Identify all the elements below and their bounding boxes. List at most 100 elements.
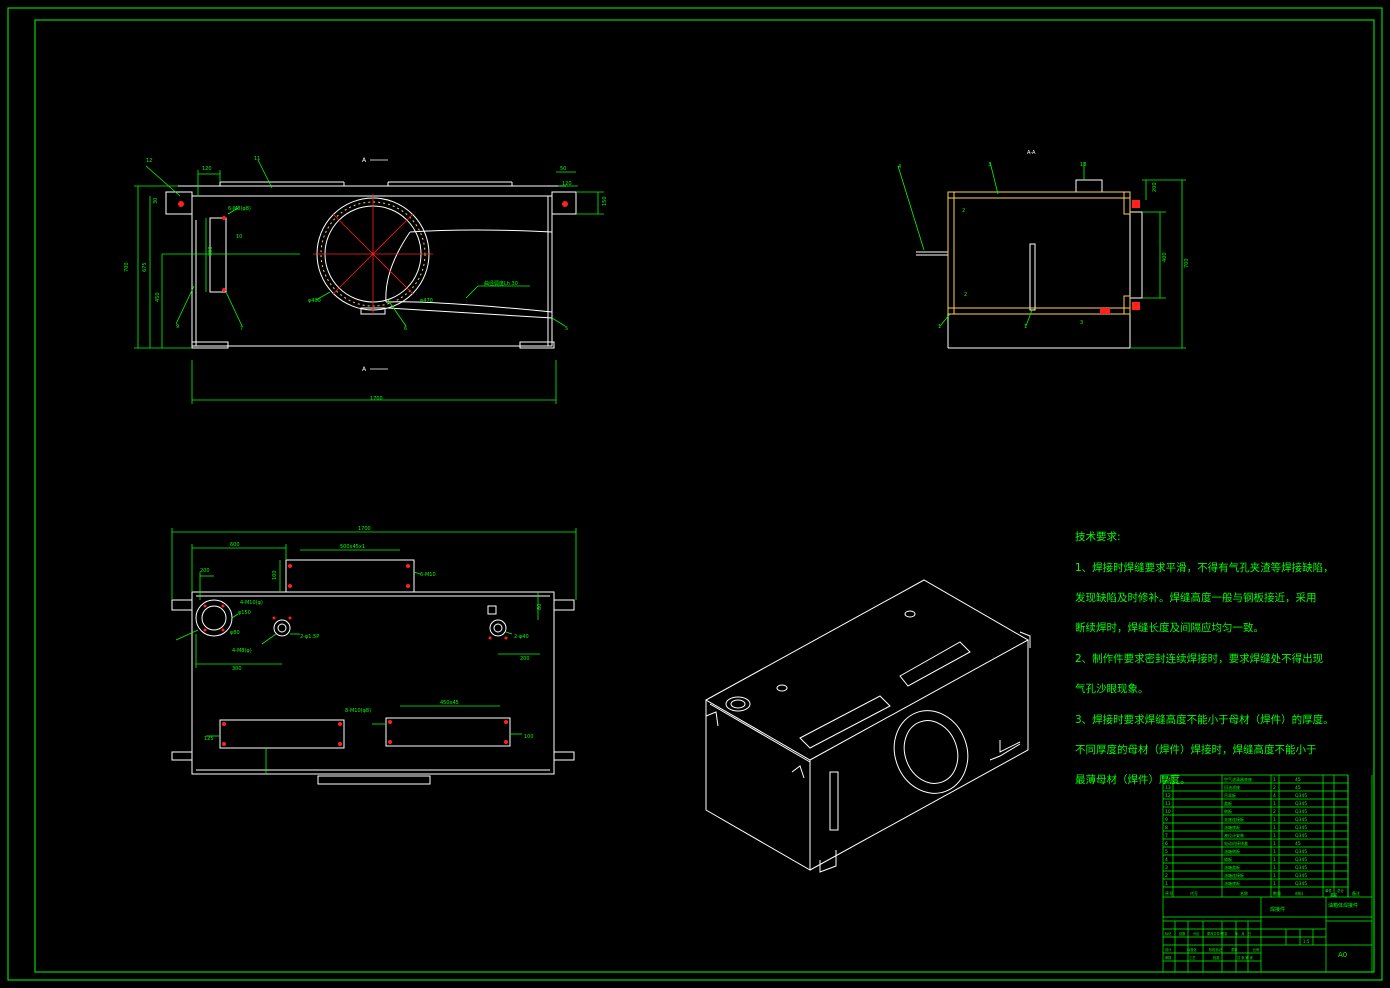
bom-row-no: 2 <box>1165 873 1168 879</box>
title-scale: 1:5 <box>1303 939 1310 944</box>
tech-line-5: 气孔沙眼现象。 <box>1075 683 1149 696</box>
title-part: 焊接件 <box>1270 906 1285 913</box>
top-dim-left: 600 <box>230 542 240 548</box>
bom-header-single: 单件 <box>1325 888 1333 893</box>
bom-header-weight: 重量 <box>1330 892 1338 897</box>
bom-row-name: 回油滤座 <box>1224 784 1240 790</box>
bom-row-mat: Q345 <box>1295 817 1307 823</box>
top-dim-bottom: 450x45 <box>440 700 459 706</box>
section-arrows <box>370 159 388 370</box>
bom-header-qty: 数量 <box>1273 890 1281 896</box>
bom-row-qty: 1 <box>1273 857 1276 863</box>
section-marks: A A <box>362 157 367 373</box>
tech-requirements: 技术要求: 1、焊接时焊缝要求平滑，不得有气孔夹渣等焊接缺陷， 发现缺陷及时修补… <box>1075 515 1355 804</box>
title-row-label3: 批准 <box>1213 955 1220 960</box>
bom-row-no: 3 <box>1165 865 1168 871</box>
front-dim-right-a: 120 <box>562 181 572 187</box>
bom-row-qty: 1 <box>1273 841 1276 847</box>
top-note-1: 6-M10 <box>420 572 436 578</box>
top-note-5: 4-M8(φ) <box>232 648 252 654</box>
title-row-label2: 比例 <box>1253 947 1259 952</box>
section-title: A-A <box>1027 150 1036 156</box>
bom-row-qty: 1 <box>1273 833 1276 839</box>
top-holes <box>203 564 508 746</box>
top-note-4: 2-φ40 <box>514 634 529 640</box>
section-label-3b: 3 <box>1080 320 1083 326</box>
section-label-1b: 1 <box>938 324 941 330</box>
title-row-label3: 工艺 <box>1189 955 1195 960</box>
front-texts: 1700 700 675 450 300 120 30 50 120 150 6… <box>124 156 608 402</box>
section-label-3: 3 <box>988 162 991 168</box>
section-dim-height: 700 <box>1184 258 1190 268</box>
front-label-5: 5 <box>565 326 568 332</box>
front-holes <box>178 201 568 292</box>
bom-row-no: 13 <box>1165 785 1171 791</box>
top-note-3: 2-φ1.5P <box>300 634 319 640</box>
iso-view <box>704 579 1031 873</box>
bom-row-name: 液位计安装 <box>1224 832 1244 838</box>
bom-row-qty: 1 <box>1273 817 1276 823</box>
top-view <box>171 559 575 785</box>
title-row-label: 分区 <box>1193 931 1200 936</box>
bom-row-name: 油箱盖板 <box>1224 864 1240 870</box>
bom-row-no: 9 <box>1165 817 1168 823</box>
bom-row-no: 4 <box>1165 857 1168 863</box>
front-label-6: 6 <box>404 326 407 332</box>
title-row-label: 更改文件号 <box>1207 931 1223 936</box>
bom-row-name: 电动机接线盒 <box>1224 840 1248 846</box>
section-view <box>916 179 1143 349</box>
bom-row-name: 吊耳板 <box>1224 792 1236 798</box>
front-centerlines <box>313 194 433 314</box>
bom-row-no: 1 <box>1165 881 1168 887</box>
tech-line-8: 最薄母材（焊件）厚度。 <box>1075 774 1191 787</box>
top-dim-hole: 200 <box>200 568 210 574</box>
bom-row-qty: 1 <box>1273 881 1276 887</box>
front-label-9: 9 <box>176 324 179 330</box>
front-label-11: 11 <box>254 156 260 162</box>
top-dim-right2: 200 <box>520 656 530 662</box>
front-dimensions <box>134 159 604 404</box>
top-dim-hole-c: φ80 <box>230 630 240 636</box>
bom-row-no: 14 <box>1165 777 1171 783</box>
bom-row-mat: Q345 <box>1295 881 1307 887</box>
bom-row-name: 油箱连接板 <box>1224 872 1244 878</box>
bom-row-qty: 1 <box>1273 801 1276 807</box>
tech-line-4: 2、制作件要求密封连续焊接时，要求焊缝处不得出现 <box>1075 652 1324 665</box>
bom-row-qty: 2 <box>1273 785 1276 791</box>
tech-line-7: 不同厚度的母材（焊件）焊接时，焊缝高度不能小于 <box>1075 744 1317 757</box>
front-label-12: 12 <box>146 158 152 164</box>
inner-frame <box>34 19 1375 973</box>
top-dim-plate-h: 100 <box>272 570 278 580</box>
front-note-arc: 曲径弧度Lh 30 <box>484 280 518 287</box>
bom-row-mat: Q345 <box>1295 825 1307 831</box>
front-dim-slot: 300 <box>208 246 214 256</box>
bom-header-code: 代号 <box>1190 890 1198 896</box>
top-dim-lower-h: 125 <box>204 736 214 742</box>
title-row-label2: 阶段标记 <box>1209 947 1223 952</box>
bom-row-name: 侧板 <box>1224 808 1232 814</box>
title-row-label: 签名 <box>1221 931 1227 936</box>
bom-row-qty: 1 <box>1273 865 1276 871</box>
bom-row-mat: Q345 <box>1295 809 1307 815</box>
front-note-dia: φ400 <box>308 298 321 304</box>
bom-row-name: 油箱底板 <box>1224 880 1240 886</box>
section-mark-bottom: A <box>362 366 367 373</box>
section-label-2a: 2 <box>962 208 965 214</box>
bom-header-total: 总计 <box>1337 888 1345 893</box>
bom-row-mat: Q345 <box>1295 801 1307 807</box>
front-dim-height: 700 <box>124 262 130 272</box>
bom-row-name: 隔板 <box>1224 856 1232 862</box>
section-label-1a: 1 <box>1024 324 1027 330</box>
bom-header-no: 序号 <box>1165 890 1173 896</box>
section-label-4: 4 <box>898 164 901 170</box>
bom-row-mat: 45 <box>1295 841 1301 847</box>
section-mark-top: A <box>362 157 367 164</box>
tech-line-3: 断续焊时，焊缝长度及间隔应均匀一致。 <box>1075 622 1264 635</box>
tech-line-6: 3、焊接时要求焊缝高度不能小于母材（焊件）的厚度。 <box>1075 713 1334 726</box>
front-dim-lower: 450 <box>155 292 161 302</box>
section-dim-top: 200 <box>1152 182 1158 192</box>
top-dim-total: 1700 <box>358 526 371 532</box>
front-dim-width: 1700 <box>370 396 383 402</box>
